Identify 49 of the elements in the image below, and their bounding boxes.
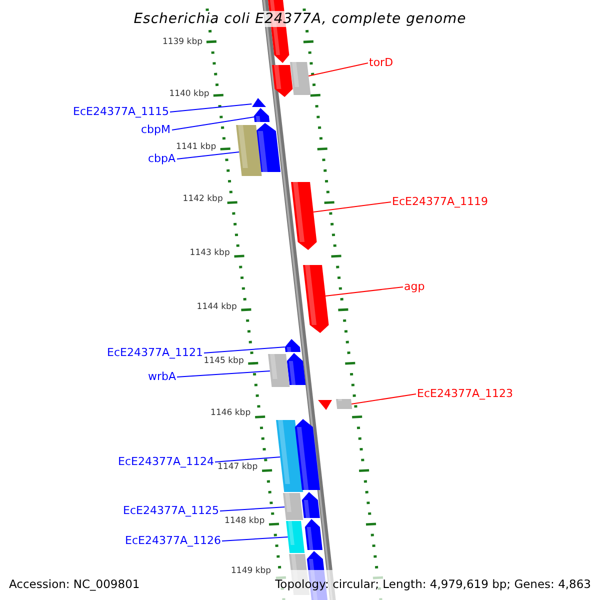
gene-feature [252, 98, 266, 107]
leader-line [176, 152, 240, 160]
leader-line [220, 506, 286, 512]
gene-feature [303, 265, 329, 333]
leader-line [172, 116, 255, 130]
gene-feature [286, 521, 305, 553]
gene-feature [276, 420, 304, 492]
scale-label: 1145 kbp [204, 356, 244, 366]
gene-label: wrbA [148, 370, 176, 383]
leader-line [170, 104, 252, 112]
genome-info-label: Topology: circular; Length: 4,979,619 bp; Genes: 4,863 [275, 577, 591, 591]
gene-feature [254, 108, 270, 122]
gene-feature [268, 354, 290, 387]
gene-label: agp [404, 280, 425, 293]
scale-label: 1139 kbp [162, 37, 202, 47]
leader-line [308, 62, 368, 76]
gene-label: cbpM [141, 123, 171, 136]
scale-label: 1149 kbp [231, 566, 272, 576]
leader-line [312, 202, 392, 212]
gene-label: EcE24377A_1125 [123, 504, 219, 517]
gene-label: EcE24377A_1124 [118, 455, 214, 468]
leader-line [176, 370, 270, 378]
scale-label: 1142 kbp [182, 194, 223, 204]
gene-feature [336, 399, 352, 409]
gene-feature [290, 62, 311, 95]
gene-label: EcE24377A_1123 [417, 387, 513, 400]
gene-label: EcE24377A_1121 [107, 346, 203, 359]
scale-label: 1146 kbp [210, 408, 251, 418]
gene-label: torD [369, 56, 394, 69]
gene-label: cbpA [148, 152, 176, 165]
gene-feature [284, 339, 300, 352]
scale-label: 1148 kbp [224, 516, 265, 526]
leader-line [351, 394, 416, 404]
gene-label: EcE24377A_1115 [73, 105, 169, 118]
scale-label: 1140 kbp [169, 89, 210, 99]
gene-label: EcE24377A_1126 [125, 534, 221, 547]
accession-label: Accession: NC_009801 [9, 577, 140, 591]
scale-label: 1143 kbp [190, 248, 230, 258]
leader-line [214, 456, 281, 462]
gene-feature [291, 182, 317, 250]
leader-line [222, 536, 288, 542]
scale-label: 1144 kbp [196, 302, 237, 312]
leader-line [204, 346, 286, 354]
gene-feature [236, 125, 262, 176]
leader-line [325, 286, 404, 296]
scale-label: 1147 kbp [218, 462, 258, 472]
scale-label: 1141 kbp [176, 142, 216, 152]
gene-label: EcE24377A_1119 [392, 195, 488, 208]
gene-feature [283, 493, 304, 520]
